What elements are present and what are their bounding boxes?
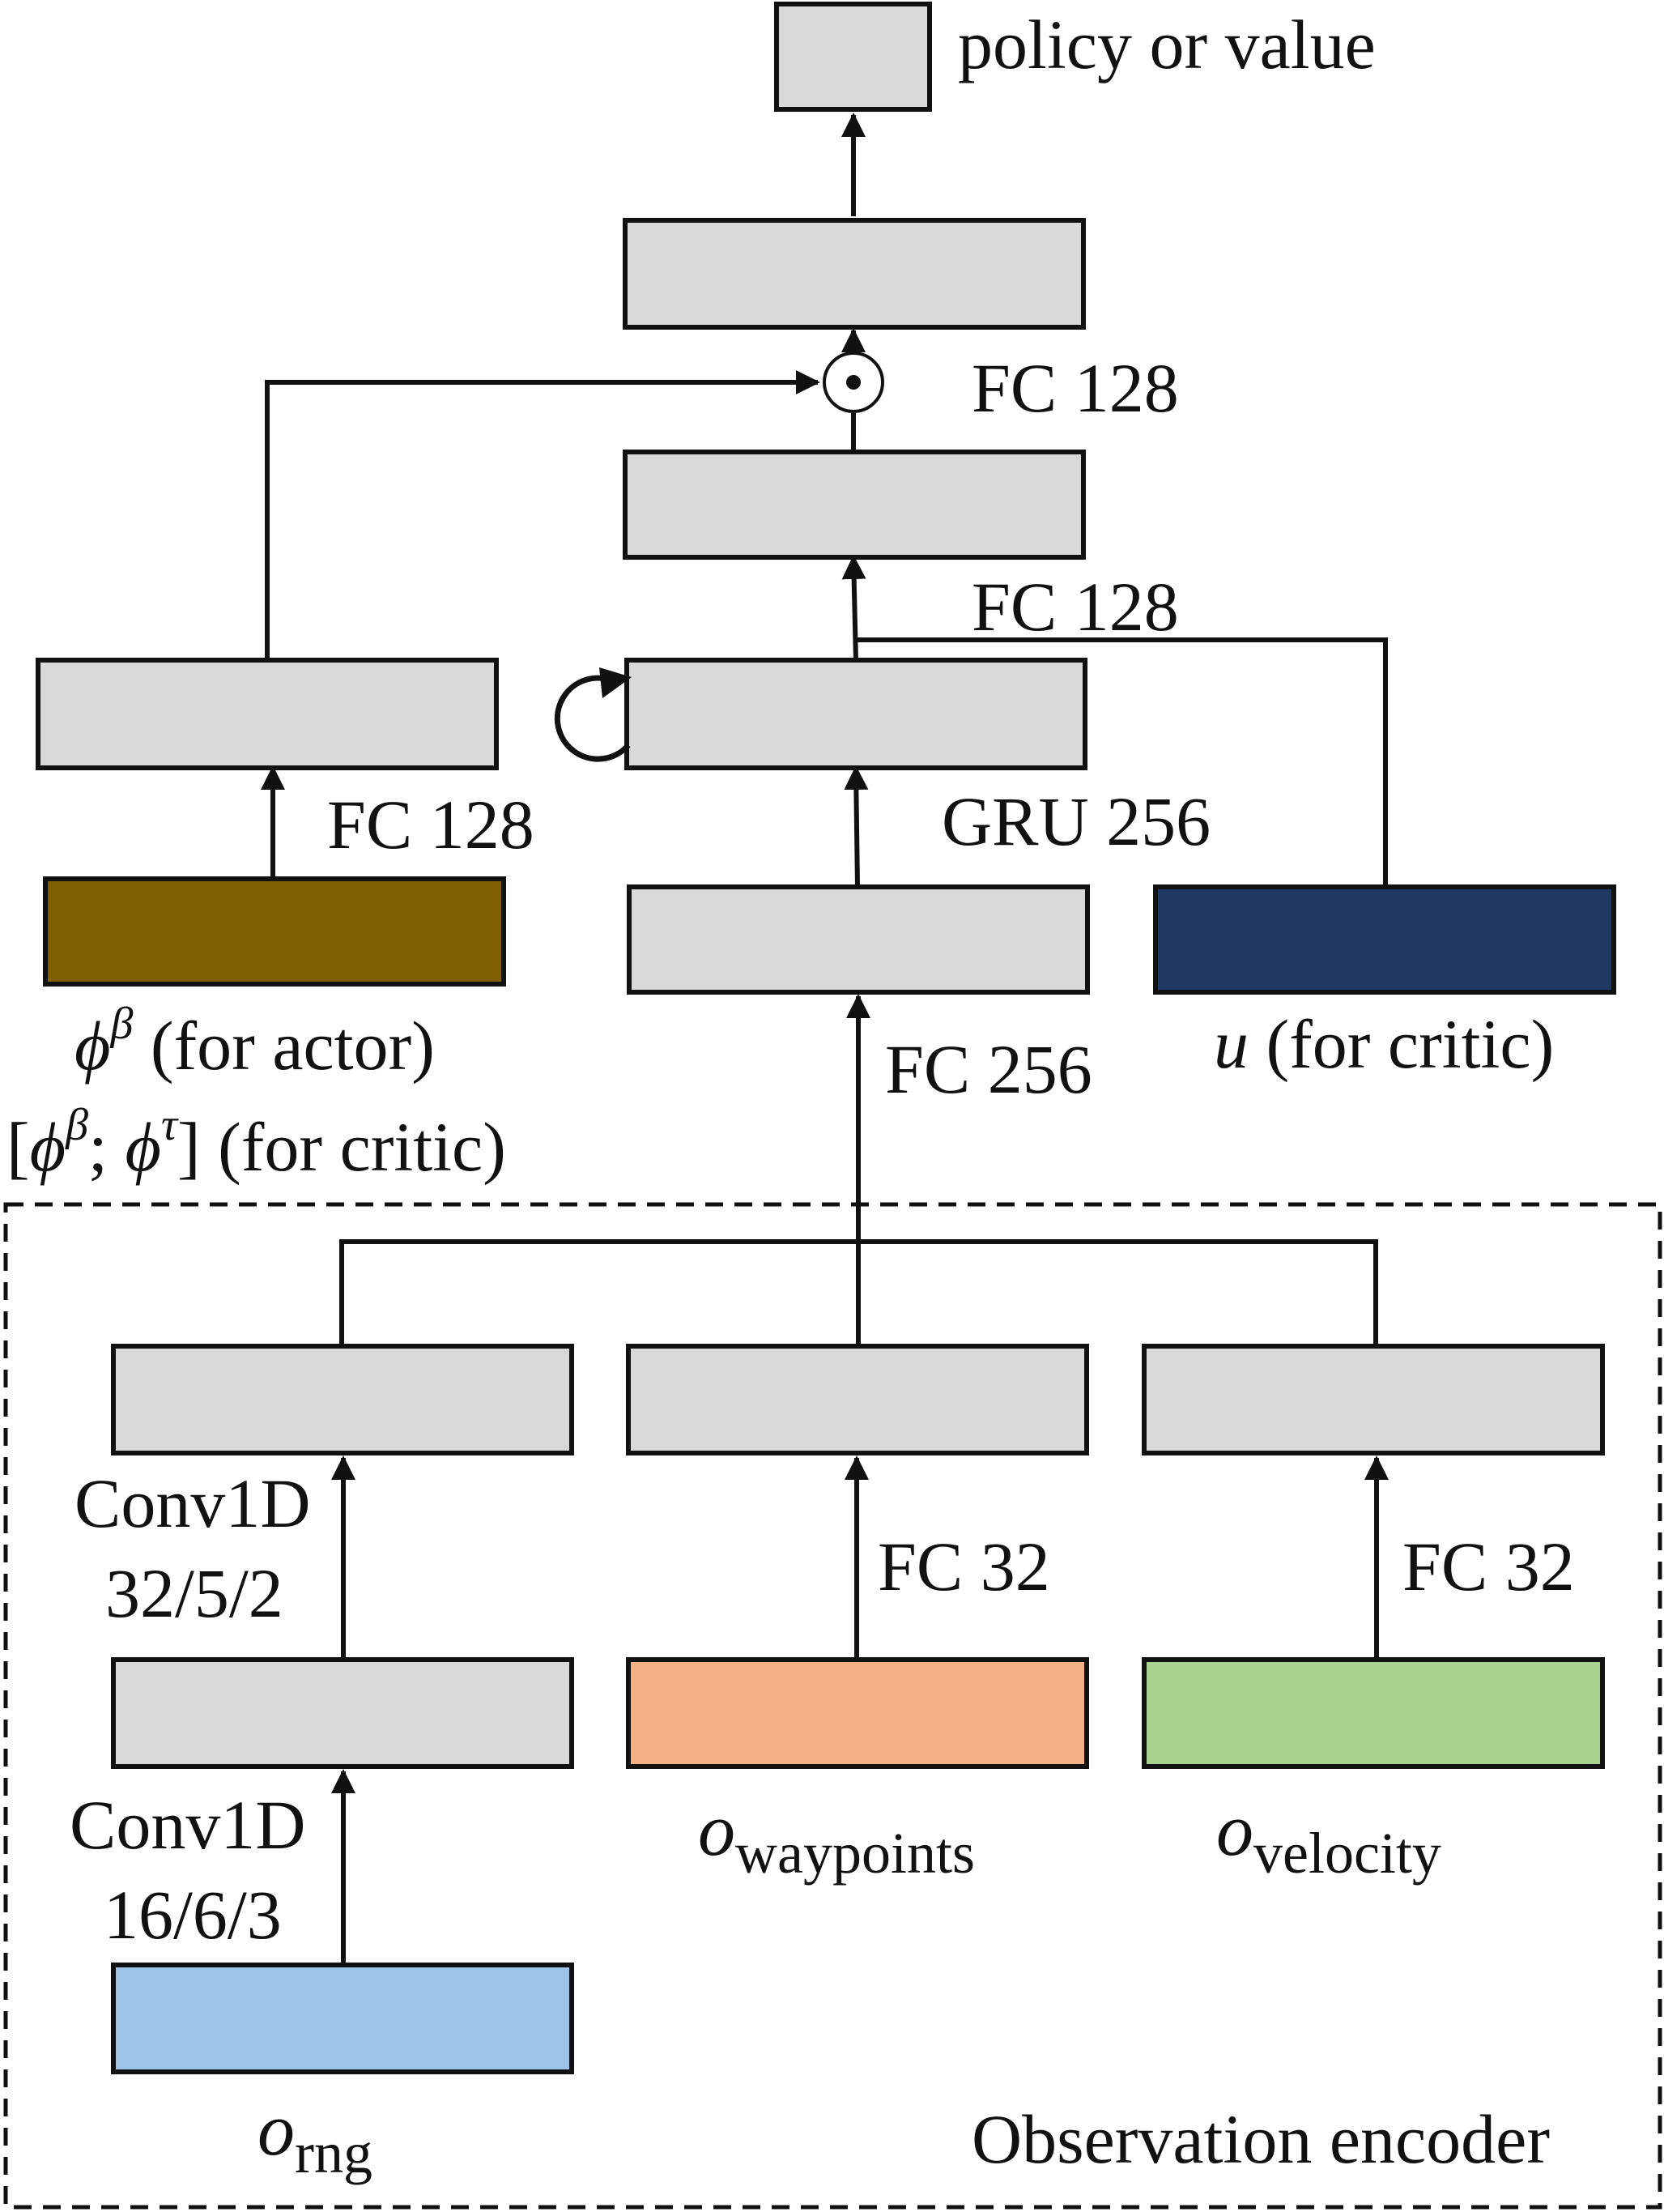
phi-actor-label: ϕβ (for actor) — [74, 999, 435, 1085]
fc128-left-box — [36, 658, 499, 770]
circled-dot-icon — [823, 352, 884, 413]
rng-input-box — [111, 1963, 574, 2074]
o-rng-label: orng — [257, 2088, 372, 2185]
gru-label: GRU 256 — [942, 782, 1211, 860]
conv1d-a-label-line2: 32/5/2 — [105, 1554, 283, 1632]
fc128-mid-label: FC 128 — [972, 568, 1179, 646]
fc128-top-label: FC 128 — [972, 349, 1179, 427]
phi-critic-label: [ϕβ; ϕτ] (for critic) — [6, 1100, 506, 1186]
o-velocity-label: ovelocity — [1216, 1788, 1441, 1886]
u-input-box — [1153, 884, 1616, 995]
output-label: policy or value — [958, 6, 1376, 83]
connections — [261, 113, 1389, 1965]
observation-encoder-frame — [3, 1202, 1662, 2210]
conv1d-a-label-line1: Conv1D — [74, 1464, 310, 1542]
conv-a-output-box — [111, 1344, 574, 1455]
observation-encoder-label: Observation encoder — [972, 2100, 1550, 2178]
fc128-top-box — [623, 218, 1086, 330]
fc256-label: FC 256 — [885, 1030, 1092, 1108]
conv-b-output-box — [111, 1657, 574, 1769]
fc128-left-label: FC 128 — [327, 786, 534, 863]
fc128-mid-box — [623, 450, 1086, 560]
u-critic-label: u (for critic) — [1214, 1005, 1554, 1083]
loop-arrow-icon — [554, 667, 632, 762]
gru-box — [624, 658, 1087, 770]
fc256-box — [627, 884, 1090, 995]
waypoints-input-box — [626, 1657, 1089, 1769]
velocity-fc-box — [1142, 1344, 1605, 1455]
waypoints-fc-box — [626, 1344, 1089, 1455]
fc32-velocity-label: FC 32 — [1402, 1528, 1575, 1605]
output-layer-box — [774, 2, 932, 112]
fc32-waypoints-label: FC 32 — [878, 1528, 1050, 1605]
phi-input-box — [43, 876, 506, 987]
velocity-input-box — [1142, 1657, 1605, 1769]
o-waypoints-label: owaypoints — [698, 1788, 975, 1886]
conv1d-b-label-line1: Conv1D — [70, 1786, 305, 1864]
conv1d-b-label-line2: 16/6/3 — [104, 1876, 282, 1954]
